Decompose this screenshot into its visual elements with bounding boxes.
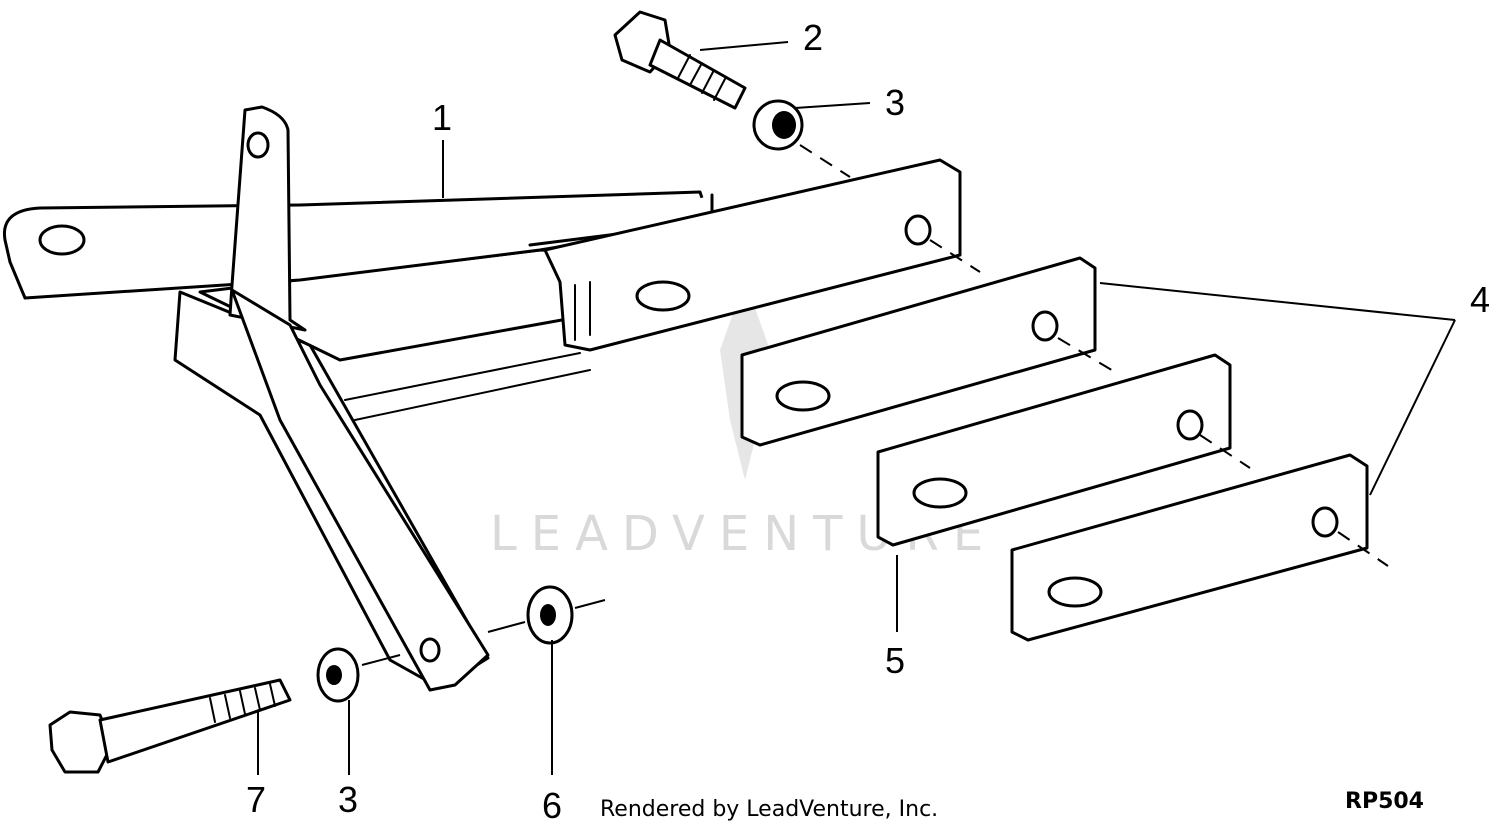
callout-3-lower: 3 [338,779,358,820]
callouts: 1 2 3 3 4 5 6 7 [246,17,1490,826]
upper-bolt [613,10,747,110]
drawbar-frame [2,105,962,692]
leader-lines [257,41,1456,775]
spacer-plates [740,239,1389,642]
callout-4: 4 [1470,279,1490,320]
callout-1: 1 [432,97,452,138]
callout-2: 2 [803,17,823,58]
rendered-by-text: Rendered by LeadVenture, Inc. [600,797,938,822]
washer-6 [487,585,606,645]
upper-washer [752,99,851,178]
figure-code: RP504 [1345,789,1424,814]
lower-washer [316,647,401,703]
callout-6: 6 [542,785,562,826]
callout-3-upper: 3 [885,82,905,123]
callout-5: 5 [885,640,905,681]
callout-7: 7 [246,779,266,820]
lower-bolt [48,678,292,774]
